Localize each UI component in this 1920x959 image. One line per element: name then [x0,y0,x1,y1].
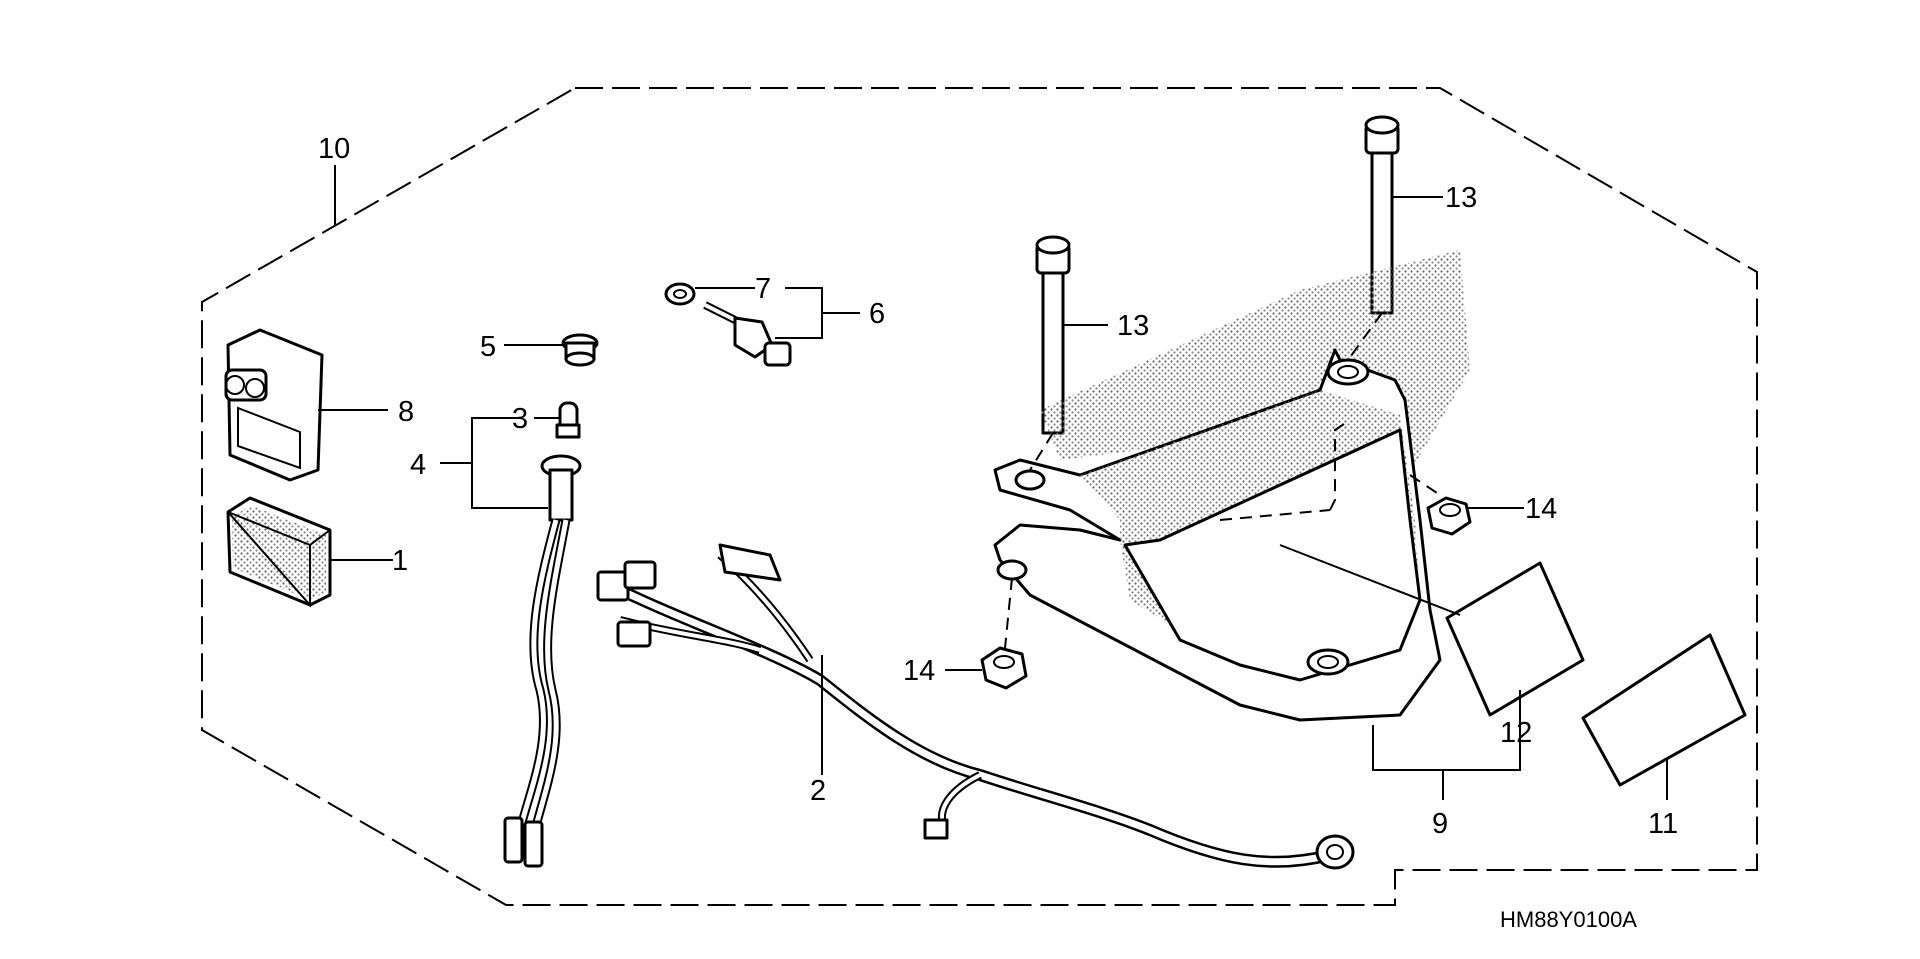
callout-14-right: 14 [1525,493,1557,525]
control-unit-part [224,328,324,482]
assembly-line [1004,577,1013,649]
callout-1: 1 [392,545,408,577]
callout-3: 3 [512,403,528,435]
callout-13-upper: 13 [1445,182,1477,214]
kit-boundary [201,87,1758,906]
bolt-part [1035,235,1071,435]
callout-10: 10 [318,133,350,165]
callout-4: 4 [410,449,426,481]
assembly-line [1347,312,1383,361]
callout-13-lower: 13 [1117,310,1149,342]
callout-labels: 10 8 1 5 3 4 7 6 13 13 14 14 2 12 9 11 H… [318,133,1678,932]
callout-12: 12 [1500,717,1532,749]
indicator-socket-part [503,454,582,868]
callout-5: 5 [480,331,496,363]
wire-harness-part [596,543,1355,870]
callout-7: 7 [755,273,771,305]
callout-11: 11 [1648,808,1678,840]
callout-8: 8 [398,396,414,428]
drawing-code: HM88Y0100A [1500,907,1637,932]
flange-nut-part [980,646,1028,690]
label-sticker-part [1279,544,1585,717]
label-sticker-part [1581,633,1747,787]
callout-2: 2 [810,775,826,807]
plug-part [561,333,599,367]
assembly-line [1029,432,1054,471]
bulb-part [555,401,581,439]
flange-nut-part [1426,496,1472,536]
switch-part [664,282,792,367]
callout-14-left: 14 [903,655,935,687]
callout-6: 6 [869,298,885,330]
bracket-part [993,250,1470,722]
assembly-line [1409,474,1441,496]
rubber-mount-part [226,496,332,608]
leader-lines [318,165,1668,800]
callout-9: 9 [1432,808,1448,840]
